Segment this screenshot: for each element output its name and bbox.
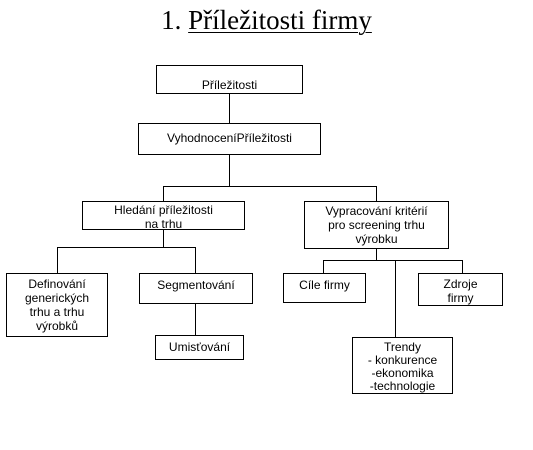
node-trendy: Trendy - konkurence -ekonomika -technolo…: [352, 337, 453, 394]
node-definovani-trhu: Definování generických trhu a trhu výrob…: [6, 273, 108, 337]
title-number: 1.: [161, 5, 182, 35]
node-cile-firmy: Cíle firmy: [283, 273, 366, 303]
page-title: 1. Příležitosti firmy: [0, 4, 533, 36]
node-vypracovani-kriterii: Vypracování kritérií pro screening trhu …: [304, 201, 449, 249]
node-hledani-prilezitosti: Hledání příležitosti na trhu: [82, 201, 245, 230]
node-vyhodnoceni-prilezitosti: VyhodnoceníPříležitosti: [138, 123, 321, 155]
node-segmentovani: Segmentování: [139, 273, 253, 304]
title-text: Příležitosti firmy: [188, 5, 372, 35]
node-prilezitosti: Příležitosti: [156, 65, 303, 94]
node-umistovani: Umisťování: [155, 335, 244, 360]
node-zdroje-firmy: Zdroje firmy: [418, 273, 503, 306]
